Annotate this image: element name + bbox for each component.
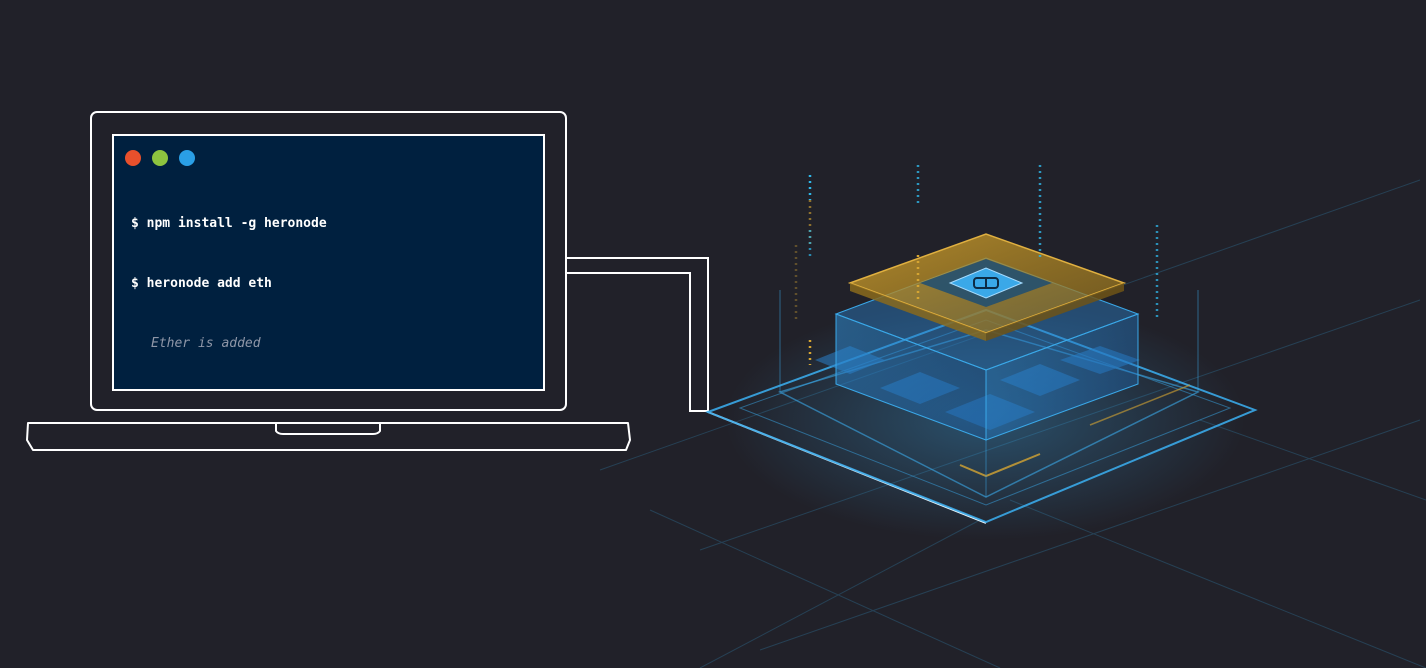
close-dot <box>125 150 141 166</box>
heronode-logo-icon <box>948 267 1024 299</box>
maximize-dot <box>179 150 195 166</box>
terminal-output: $ npm install -g heronode $ heronode add… <box>131 174 327 394</box>
terminal-screen <box>112 134 545 391</box>
data-streams <box>794 165 1159 365</box>
minimize-dot <box>152 150 168 166</box>
terminal-command: $ heronode add eth <box>131 276 272 291</box>
laptop <box>26 111 631 451</box>
terminal-command: $ npm install -g heronode <box>131 216 327 231</box>
terminal-result: Ether is added <box>151 336 261 351</box>
